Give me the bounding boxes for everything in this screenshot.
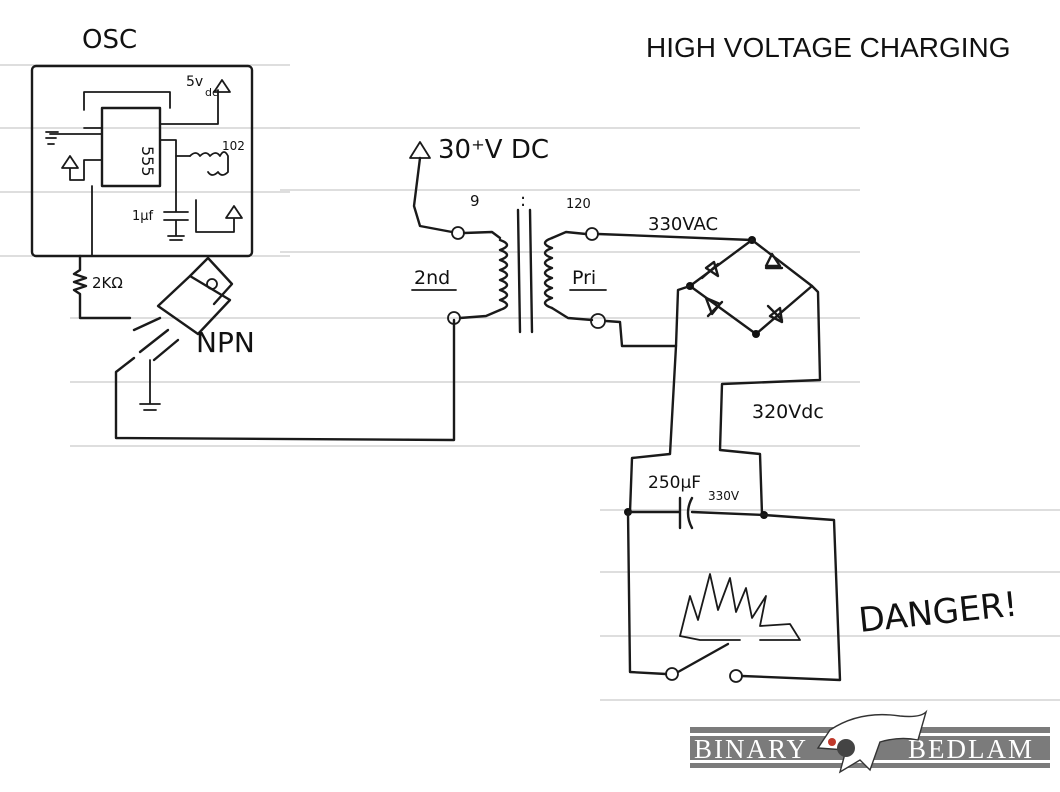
vdc-label: 320Vdc (752, 401, 824, 423)
ic-label: 555 (138, 146, 157, 177)
ruled-lines (0, 64, 1060, 701)
pot-label: 102 (222, 139, 245, 153)
driver-stage: 2KΩ NPN (72, 254, 456, 442)
osc-label: OSC (82, 25, 137, 55)
dragon-emblem-icon (816, 709, 928, 774)
logo-text-right: BEDLAM (908, 734, 1034, 764)
transformer: 30⁺V DC 9 : 120 2nd Pri (409, 135, 607, 334)
supply-label: 30⁺V DC (438, 135, 549, 165)
resistor-label: 2KΩ (92, 274, 123, 292)
storage-capacitor: 250μF 330V DANGER! (624, 473, 1020, 683)
cap-voltage-label: 330V (708, 489, 740, 503)
oscillator-block: OSC 555 5v dc 102 1μf (30, 25, 254, 258)
binary-bedlam-logo: BINARY BEDLAM (690, 709, 1050, 774)
vcc-label: 5v (186, 74, 203, 90)
ratio-colon: : (520, 190, 526, 211)
npn-label: NPN (196, 326, 255, 359)
primary-label: Pri (572, 267, 596, 289)
bridge-rectifier: 330VAC 320Vdc (596, 214, 824, 516)
ic-555 (100, 106, 162, 188)
secondary-label: 2nd (414, 267, 450, 289)
capacitance-label: 250μF (648, 473, 701, 493)
dc-subscript: dc (205, 86, 218, 99)
ratio-left: 9 (470, 192, 480, 210)
vac-label: 330VAC (648, 214, 718, 235)
ratio-right: 120 (566, 197, 591, 212)
cap-label: 1μf (132, 209, 154, 224)
danger-label: DANGER! (857, 585, 1020, 641)
page-title: HIGH VOLTAGE CHARGING (646, 32, 1011, 63)
logo-text-left: BINARY (694, 734, 808, 764)
